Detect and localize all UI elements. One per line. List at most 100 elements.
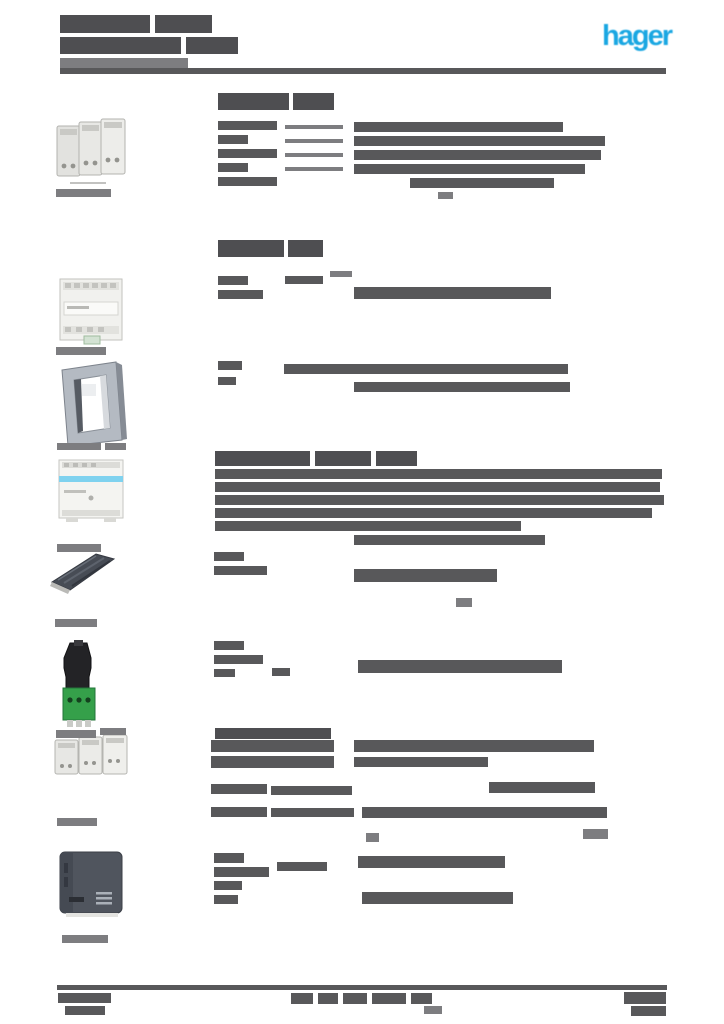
s4-section-title-b — [315, 451, 371, 466]
s8-desc-1 — [358, 856, 505, 868]
s5-ref-2 — [214, 566, 267, 575]
s6-qty — [272, 668, 290, 676]
s8-ref-2 — [214, 867, 269, 877]
s1-ref-3 — [218, 149, 277, 158]
s4-section-title-a — [215, 451, 310, 466]
header-title-word-2 — [155, 15, 212, 33]
s1-qty-3 — [285, 153, 343, 157]
s7-footnote-a — [366, 833, 379, 842]
product-photo-server-box — [54, 845, 128, 919]
s4-section-title-c — [376, 451, 417, 466]
s4-paragraph-line-5 — [215, 521, 521, 531]
product-photo-din-device — [54, 268, 128, 348]
s1-footnote — [438, 192, 453, 199]
s1-desc-wrap — [410, 178, 554, 188]
s7-ref-3 — [211, 784, 267, 794]
s7-qty-4 — [271, 808, 354, 817]
s7-qty-3 — [271, 786, 352, 795]
s1-section-title-a — [218, 93, 289, 110]
s2-qty — [285, 276, 323, 284]
header-title-word-1 — [60, 15, 150, 33]
footer-center-seg-5 — [411, 993, 432, 1004]
s7-photo-caption — [57, 818, 97, 826]
s1-ref-4 — [218, 163, 248, 172]
s4-paragraph-line-4 — [215, 508, 652, 518]
product-photo-cover-plates — [48, 546, 118, 598]
footer-page-number-1 — [624, 992, 666, 1004]
s8-ref-3 — [214, 881, 242, 890]
s1-section-title-b — [293, 93, 334, 110]
s1-desc-3 — [354, 150, 601, 160]
footer-center-seg-1 — [291, 993, 313, 1004]
s3-photo-caption-a — [57, 443, 101, 450]
footer-rule — [57, 985, 667, 990]
s5-photo-caption — [55, 619, 97, 627]
product-photo-din-modules — [54, 110, 128, 188]
footer-left-line-2 — [65, 1006, 105, 1015]
s8-ref-4 — [214, 895, 238, 904]
s2-section-title-a — [218, 240, 284, 257]
s4-paragraph-line-6 — [354, 535, 545, 545]
s5-ref-1 — [214, 552, 244, 561]
hager-logo: hager — [602, 20, 673, 52]
s7-ref-1 — [211, 740, 334, 752]
product-photo-small-modules — [52, 730, 128, 780]
s4-paragraph-line-3 — [215, 495, 664, 505]
s7-section-heading — [215, 728, 331, 739]
footer-center-seg-2 — [318, 993, 338, 1004]
s1-desc-2 — [354, 136, 605, 146]
s7-desc-4 — [362, 807, 607, 818]
s6-ref-3 — [214, 669, 235, 677]
footer-center-tail — [424, 1006, 442, 1014]
s3-ref-2 — [218, 377, 236, 385]
header-rule — [60, 68, 666, 74]
s6-photo-caption-a — [56, 730, 96, 738]
s1-photo-caption — [56, 189, 111, 197]
s1-ref-5 — [218, 177, 277, 186]
s1-desc-1 — [354, 122, 563, 132]
s2-superscript — [330, 271, 352, 277]
s7-ref-2 — [211, 756, 334, 768]
header-subtitle — [60, 58, 188, 68]
s2-photo-caption — [56, 347, 106, 355]
s2-section-title-b — [288, 240, 323, 257]
s1-ref-2 — [218, 135, 248, 144]
s8-desc-2 — [362, 892, 513, 904]
s4-paragraph-line-1 — [215, 469, 662, 479]
s4-paragraph-line-2 — [215, 482, 660, 492]
s5-footnote — [456, 598, 472, 607]
s2-ref-2 — [218, 290, 263, 299]
product-photo-bus-connector — [54, 638, 102, 730]
s6-ref-2 — [214, 655, 263, 664]
s3-photo-caption-b — [105, 443, 126, 450]
s6-desc — [358, 660, 562, 673]
s1-qty-4 — [285, 167, 343, 171]
s7-footnote-b — [583, 829, 608, 839]
s7-desc-2 — [354, 757, 488, 767]
s4-photo-caption — [57, 544, 101, 552]
s3-desc-2 — [354, 382, 570, 392]
s5-desc — [354, 569, 497, 582]
s1-ref-1 — [218, 121, 277, 130]
s1-qty-1 — [285, 125, 343, 129]
s1-desc-4 — [354, 164, 585, 174]
s7-ref-4 — [211, 807, 267, 817]
product-photo-power-supply — [54, 452, 128, 524]
header-title-line2-b — [186, 37, 238, 54]
footer-center-seg-4 — [372, 993, 406, 1004]
s1-qty-2 — [285, 139, 343, 143]
s3-ref-1 — [218, 361, 242, 370]
s3-desc-1 — [284, 364, 568, 374]
s6-ref-1 — [214, 641, 244, 650]
header-title-line2-a — [60, 37, 181, 54]
s7-desc-3 — [489, 782, 595, 793]
s2-desc — [354, 287, 551, 299]
s8-qty — [277, 862, 327, 871]
footer-left-line-1 — [58, 993, 111, 1003]
s7-desc-1 — [354, 740, 594, 752]
s8-ref-1 — [214, 853, 244, 863]
footer-page-number-2 — [631, 1006, 666, 1016]
s6-photo-caption-b — [100, 728, 126, 735]
product-photo-mounting-frame — [52, 356, 128, 448]
